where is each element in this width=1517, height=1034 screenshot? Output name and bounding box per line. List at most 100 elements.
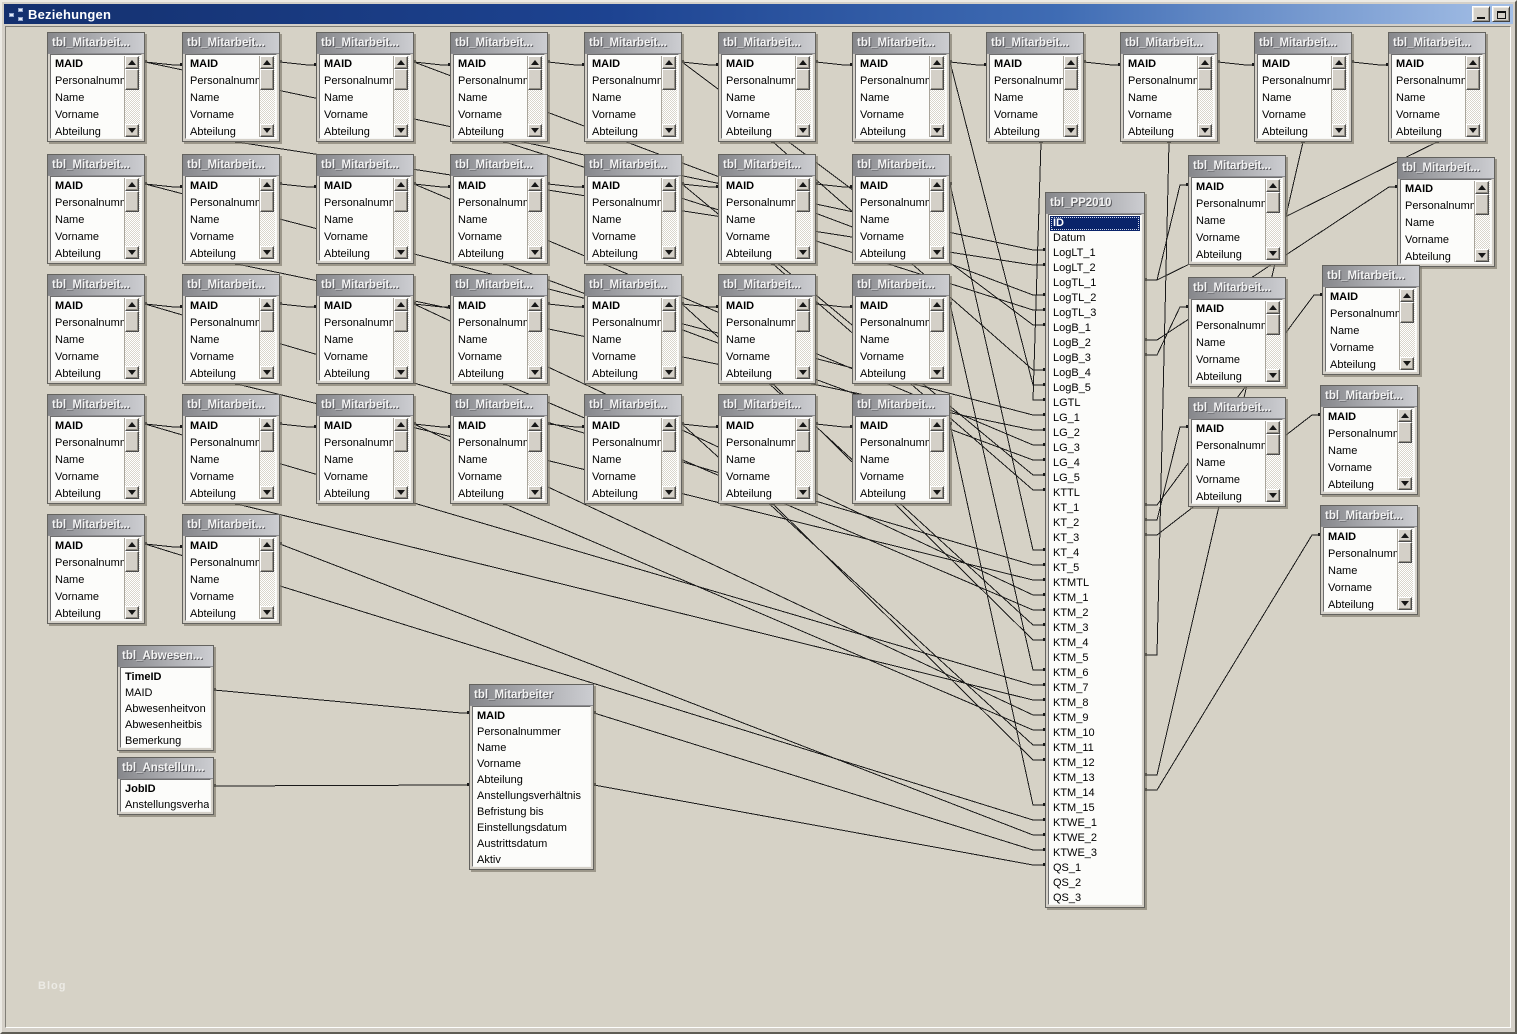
relationship-line[interactable] xyxy=(413,183,1045,446)
field-row-vorname[interactable]: Vorname xyxy=(860,109,905,121)
relationship-line[interactable] xyxy=(413,183,450,188)
field-list-scrollbar[interactable] xyxy=(1265,421,1281,502)
scroll-up-arrow-icon[interactable] xyxy=(394,298,408,311)
field-row-personalnumm[interactable]: Personalnumm xyxy=(1328,428,1398,440)
scroll-down-arrow-icon[interactable] xyxy=(796,124,810,137)
field-row-abteilung[interactable]: Abteilung xyxy=(1396,126,1442,138)
field-row-ktm_14[interactable]: KTM_14 xyxy=(1053,787,1095,799)
table-title[interactable]: tbl_Mitarbeit... xyxy=(317,275,413,296)
field-row-befristung bis[interactable]: Befristung bis xyxy=(477,806,544,818)
field-row-abwesenheitvon[interactable]: Abwesenheitvon xyxy=(125,703,206,715)
table-title[interactable]: tbl_Mitarbeit... xyxy=(451,33,547,54)
table-title[interactable]: tbl_Mitarbeit... xyxy=(183,155,279,176)
relationship-line[interactable] xyxy=(681,61,718,66)
scroll-down-arrow-icon[interactable] xyxy=(930,246,944,259)
relationship-line[interactable] xyxy=(949,303,1045,671)
scroll-down-arrow-icon[interactable] xyxy=(1398,597,1412,610)
field-row-name[interactable]: Name xyxy=(458,92,488,104)
scroll-up-arrow-icon[interactable] xyxy=(1332,56,1346,69)
field-row-personalnumm[interactable]: Personalnumm xyxy=(190,437,260,449)
field-row-personalnumm[interactable]: Personalnumm xyxy=(1405,200,1475,212)
field-row-abteilung[interactable]: Abteilung xyxy=(55,488,101,500)
field-row-maid[interactable]: MAID xyxy=(324,420,353,432)
field-row-ktm_3[interactable]: KTM_3 xyxy=(1053,622,1089,634)
scrollbar-thumb[interactable] xyxy=(528,431,542,452)
field-list-scrollbar[interactable] xyxy=(1265,301,1281,382)
scrollbar-thumb[interactable] xyxy=(796,191,810,212)
scrollbar-thumb[interactable] xyxy=(1266,434,1280,455)
table-title[interactable]: tbl_Mitarbeit... xyxy=(585,395,681,416)
table-title[interactable]: tbl_Mitarbeit... xyxy=(719,395,815,416)
field-row-logb_5[interactable]: LogB_5 xyxy=(1053,382,1091,394)
field-row-vorname[interactable]: Vorname xyxy=(55,351,100,363)
relationship-line[interactable] xyxy=(815,61,852,66)
field-row-name[interactable]: Name xyxy=(1330,325,1360,337)
scroll-down-arrow-icon[interactable] xyxy=(260,246,274,259)
field-row-datum[interactable]: Datum xyxy=(1053,232,1086,244)
field-row-kt_1[interactable]: KT_1 xyxy=(1053,502,1080,514)
field-list-scrollbar[interactable] xyxy=(661,178,677,259)
field-row-maid[interactable]: MAID xyxy=(860,180,889,192)
field-list-scrollbar[interactable] xyxy=(1197,56,1213,137)
scroll-up-arrow-icon[interactable] xyxy=(1266,421,1280,434)
scrollbar-thumb[interactable] xyxy=(1332,69,1346,90)
field-row-vorname[interactable]: Vorname xyxy=(1328,462,1373,474)
field-row-ktm_7[interactable]: KTM_7 xyxy=(1053,682,1089,694)
field-row-abteilung[interactable]: Abteilung xyxy=(860,126,906,138)
field-row-personalnumm[interactable]: Personalnumm xyxy=(190,557,260,569)
field-row-name[interactable]: Name xyxy=(592,454,622,466)
scroll-up-arrow-icon[interactable] xyxy=(125,178,139,191)
field-row-anstellungsverhältnis[interactable]: Anstellungsverhältnis xyxy=(477,790,581,802)
field-row-maid[interactable]: MAID xyxy=(458,58,487,70)
field-row-vorname[interactable]: Vorname xyxy=(1405,234,1450,246)
field-row-ktmtl[interactable]: KTMTL xyxy=(1053,577,1090,589)
field-row-abteilung[interactable]: Abteilung xyxy=(324,126,370,138)
field-row-name[interactable]: Name xyxy=(1328,445,1358,457)
field-row-timeid[interactable]: TimeID xyxy=(125,671,162,683)
field-row-maid[interactable]: MAID xyxy=(592,300,621,312)
field-row-abteilung[interactable]: Abteilung xyxy=(860,488,906,500)
field-row-vorname[interactable]: Vorname xyxy=(726,109,771,121)
field-row-name[interactable]: Name xyxy=(592,92,622,104)
scroll-up-arrow-icon[interactable] xyxy=(662,178,676,191)
field-row-kt_2[interactable]: KT_2 xyxy=(1053,517,1080,529)
scroll-up-arrow-icon[interactable] xyxy=(260,56,274,69)
field-row-name[interactable]: Name xyxy=(726,334,756,346)
field-row-personalnummer[interactable]: Personalnummer xyxy=(477,726,561,738)
scrollbar-thumb[interactable] xyxy=(125,431,139,452)
relationship-line[interactable] xyxy=(144,61,182,66)
relationship-line[interactable] xyxy=(144,423,182,428)
field-row-name[interactable]: Name xyxy=(1196,457,1226,469)
scroll-down-arrow-icon[interactable] xyxy=(662,246,676,259)
field-row-personalnumm[interactable]: Personalnumm xyxy=(726,197,796,209)
field-row-personalnumm[interactable]: Personalnumm xyxy=(592,437,662,449)
field-row-kttl[interactable]: KTTL xyxy=(1053,487,1080,499)
field-row-name[interactable]: Name xyxy=(324,334,354,346)
field-row-qs_2[interactable]: QS_2 xyxy=(1053,877,1082,889)
relationship-line[interactable] xyxy=(1083,61,1120,66)
table-title[interactable]: tbl_Mitarbeit... xyxy=(48,155,144,176)
field-row-name[interactable]: Name xyxy=(860,92,890,104)
relationship-line[interactable] xyxy=(279,423,316,428)
field-row-ktm_4[interactable]: KTM_4 xyxy=(1053,637,1089,649)
scrollbar-thumb[interactable] xyxy=(796,311,810,332)
scroll-up-arrow-icon[interactable] xyxy=(1400,289,1414,302)
relationship-line[interactable] xyxy=(144,543,182,548)
field-row-abteilung[interactable]: Abteilung xyxy=(994,126,1040,138)
field-row-abteilung[interactable]: Abteilung xyxy=(190,248,236,260)
relationship-line[interactable] xyxy=(144,183,1045,416)
field-row-maid[interactable]: MAID xyxy=(1328,411,1357,423)
field-row-ktwe_2[interactable]: KTWE_2 xyxy=(1053,832,1098,844)
scroll-down-arrow-icon[interactable] xyxy=(394,366,408,379)
